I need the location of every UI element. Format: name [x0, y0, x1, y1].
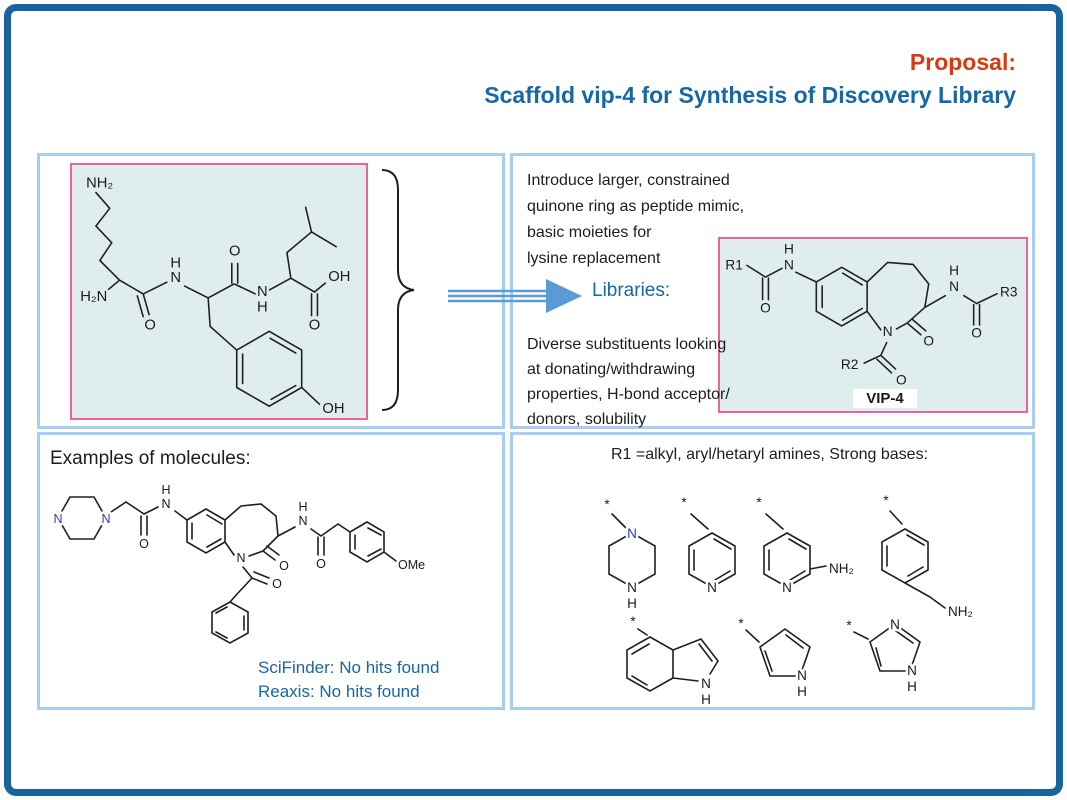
atom-label: * — [630, 614, 636, 629]
bond-lines — [57, 496, 397, 644]
atom-label: H — [797, 684, 807, 699]
bond-lines — [608, 510, 946, 692]
atom-label: H — [257, 300, 268, 316]
right-arrow-icon — [448, 279, 582, 313]
bond-lines — [746, 261, 998, 374]
atom-label: H — [627, 596, 637, 611]
atom-label: N — [890, 617, 900, 632]
atom-label: O — [229, 244, 240, 260]
atom-label: O — [760, 300, 771, 315]
intro-paragraph: Introduce larger, constrained quinone ri… — [527, 172, 745, 267]
r1-substituents-heading: R1 =alkyl, aryl/hetaryl amines, Strong b… — [610, 446, 929, 463]
diverse-paragraph: Diverse substituents looking at donating… — [527, 336, 730, 428]
panel-bottom-left — [37, 432, 505, 710]
atom-label: N — [627, 580, 637, 595]
atom-label: NH₂ — [86, 176, 113, 192]
atom-label: N — [883, 324, 893, 339]
examples-heading: Examples of molecules: — [50, 448, 251, 469]
atom-label: N — [257, 284, 268, 300]
bond-lines — [94, 191, 337, 408]
atom-label: O — [923, 334, 934, 349]
atom-label: H — [949, 263, 959, 278]
atom-label: O — [896, 373, 907, 388]
atom-label: N — [161, 497, 170, 511]
atom-label: OMe — [398, 558, 425, 572]
atom-label: * — [846, 618, 852, 633]
atom-label: OH — [322, 401, 344, 417]
atom-label: N — [298, 514, 307, 528]
scifinder-note: SciFinder: No hits found — [258, 658, 440, 677]
atom-label: O — [272, 577, 282, 591]
atom-label: N — [53, 512, 62, 526]
atom-label: H — [701, 692, 711, 707]
atom-label: O — [309, 317, 320, 333]
atom-label: O — [139, 537, 149, 551]
atom-label: N — [701, 676, 711, 691]
atom-label: H — [161, 483, 170, 497]
atom-label: O — [971, 326, 982, 341]
atom-label: * — [738, 616, 744, 631]
reaxis-note: Reaxis: No hits found — [258, 682, 420, 701]
atom-label: N — [236, 551, 245, 565]
atom-label: * — [756, 495, 762, 510]
atom-label: NH₂ — [829, 561, 854, 576]
title-kicker: Proposal: — [909, 49, 1016, 75]
atom-label: * — [604, 497, 610, 512]
atom-label: H — [298, 500, 307, 514]
atom-label: H — [784, 242, 794, 257]
atom-label: N — [627, 526, 637, 541]
libraries-label: Libraries: — [592, 280, 671, 301]
atom-label: O — [279, 559, 289, 573]
atom-label: R3 — [1000, 285, 1017, 300]
atom-label: * — [883, 493, 889, 508]
atom-label: O — [144, 317, 155, 333]
atom-label: R2 — [841, 357, 858, 372]
panel-bottom-right — [510, 432, 1035, 710]
atom-label: N — [101, 512, 110, 526]
curly-brace-icon — [381, 169, 415, 411]
slide-title: Proposal: Scaffold vip-4 for Synthesis o… — [0, 46, 1016, 112]
atom-label: N — [907, 663, 917, 678]
atom-label: H — [907, 679, 917, 694]
atom-label: H — [170, 255, 181, 271]
atom-label: R1 — [725, 257, 742, 272]
atom-label: N — [797, 668, 807, 683]
title-main: Scaffold vip-4 for Synthesis of Discover… — [484, 82, 1016, 108]
atom-label: N — [707, 580, 717, 595]
atom-label: N — [170, 270, 181, 286]
atom-label: N — [782, 580, 792, 595]
atom-label: N — [784, 257, 794, 272]
atom-label: N — [949, 279, 959, 294]
vip4-caption: VIP-4 — [853, 389, 917, 408]
atom-label: * — [681, 495, 687, 510]
atom-label: NH₂ — [948, 604, 973, 619]
atom-label: OH — [328, 269, 350, 285]
atom-label: O — [316, 557, 326, 571]
atom-label: H₂N — [80, 289, 107, 305]
